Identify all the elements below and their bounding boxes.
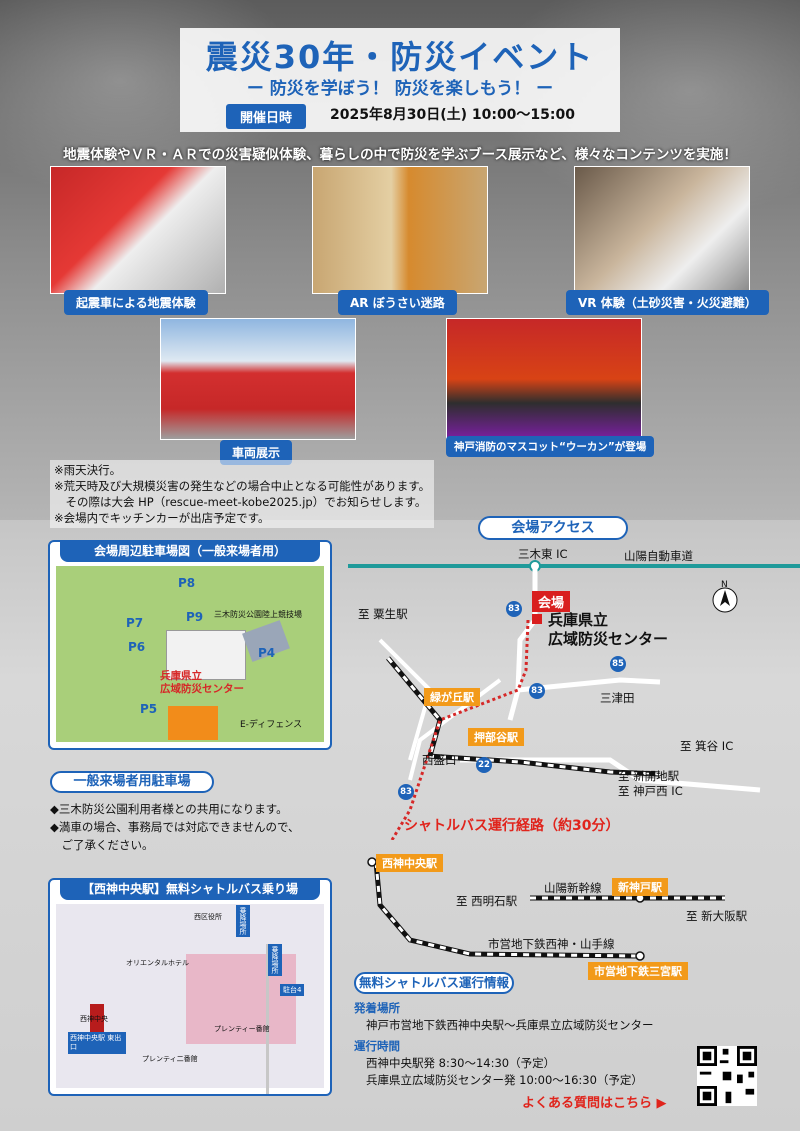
station-seishin-chuo: 西神中央駅 bbox=[376, 854, 443, 872]
parking-lot: P4 bbox=[258, 646, 276, 660]
station-map-label: 西神中央 bbox=[80, 1015, 108, 1023]
time-heading: 運行時間 bbox=[354, 1039, 400, 1053]
route-number: 83 bbox=[506, 601, 522, 617]
notes: ※雨天決行。 ※荒天時及び大規模災害の発生などの場合中止となる可能性があります。… bbox=[50, 460, 435, 528]
parking-venue-line: 兵庫県立 bbox=[160, 670, 202, 682]
station-map-title: 【西神中央駅】無料シャトルバス乗り場 bbox=[60, 878, 320, 900]
station-dot bbox=[635, 951, 645, 961]
photo-ar-maze bbox=[312, 166, 488, 294]
station-shin-kobe: 新神戸駅 bbox=[612, 878, 668, 896]
photo-vr bbox=[574, 166, 750, 294]
time-2: 兵庫県立広域防災センター発 10:00～16:30（予定） bbox=[366, 1073, 643, 1087]
route-number: 22 bbox=[476, 757, 492, 773]
qr-code[interactable] bbox=[697, 1046, 757, 1106]
bus-stop-4: 駐台4 bbox=[280, 984, 305, 996]
sanzuda-label: 三津田 bbox=[600, 691, 635, 705]
route-number: 83 bbox=[398, 784, 414, 800]
shuttle-info: 発着場所 神戸市営地下鉄西神中央駅～兵庫県立広域防災センター 運行時間 西神中央… bbox=[354, 1000, 654, 1089]
parking-map-title: 会場周辺駐車場図（一般来場者用） bbox=[60, 540, 320, 562]
station-map-label: プレンティ二番館 bbox=[142, 1055, 198, 1063]
north-label: N bbox=[721, 580, 728, 590]
access-title: 会場アクセス bbox=[478, 516, 628, 540]
caption-ar: AR ぼうさい迷路 bbox=[338, 290, 457, 315]
shuttle-route-title: シャトルバス運行経路（約30分） bbox=[404, 818, 620, 834]
awao-label: 至 粟生駅 bbox=[358, 607, 408, 621]
venue-name-1: 兵庫県立 bbox=[548, 611, 609, 629]
station-midorigaoka: 緑が丘駅 bbox=[424, 688, 480, 706]
time-1: 西神中央駅発 8:30～14:30（予定） bbox=[366, 1056, 556, 1070]
event-title: 震災30年・防災イベント bbox=[205, 38, 595, 76]
venue-name-2: 広域防災センター bbox=[548, 630, 669, 648]
parking-map bbox=[56, 566, 324, 742]
caption-mascot: 神戸消防のマスコット“ウーカン”が登場 bbox=[446, 436, 655, 457]
caption-earthquake: 起震車による地震体験 bbox=[64, 290, 208, 315]
parking-lot: P7 bbox=[126, 616, 144, 630]
parking-lot: P8 bbox=[178, 576, 196, 590]
general-parking-title: 一般来場者用駐車場 bbox=[50, 771, 214, 793]
route-number: 85 bbox=[610, 656, 626, 672]
parking-lot: P9 bbox=[186, 610, 204, 624]
parking-venue-label: 兵庫県立 広域防災センター bbox=[160, 670, 244, 696]
station-dot bbox=[367, 857, 377, 867]
edefense-label: E‐ディフェンス bbox=[240, 720, 303, 730]
stops-heading: 発着場所 bbox=[354, 1001, 400, 1015]
station-map bbox=[56, 904, 324, 1094]
shuttle-route-line bbox=[390, 619, 530, 840]
station-oshibedani: 押部谷駅 bbox=[468, 728, 524, 746]
access-map bbox=[348, 560, 800, 840]
expressway-label: 山陽自動車道 bbox=[624, 549, 693, 563]
minodani-label: 至 箕谷 IC bbox=[680, 739, 734, 753]
photo-earthquake-truck bbox=[50, 166, 226, 294]
general-parking-line: ご了承ください。 bbox=[50, 838, 154, 852]
station-map-label: 西区役所 bbox=[194, 913, 222, 921]
general-parking-line: ◆三木防災公園利用者様との共用になります。 bbox=[50, 802, 288, 816]
miki-higashi-ic: 三木東 IC bbox=[518, 547, 568, 561]
north-arrow bbox=[712, 587, 738, 613]
venue-marker bbox=[532, 614, 542, 624]
general-parking-text: ◆三木防災公園利用者様との共用になります。 ◆満車の場合、事務局では対応できませ… bbox=[50, 800, 300, 854]
caption-vr: VR 体験（土砂災害・火災避難） bbox=[566, 290, 769, 315]
station-sannomiya: 市営地下鉄三宮駅 bbox=[588, 962, 688, 980]
note-line: その際は大会 HP（rescue-meet-kobe2025.jp）でお知らせし… bbox=[54, 495, 427, 509]
venue-area bbox=[168, 706, 218, 740]
route-number: 83 bbox=[529, 683, 545, 699]
photo-mascot bbox=[446, 318, 642, 440]
shinkansen-label: 山陽新幹線 bbox=[544, 881, 602, 895]
stadium-label: 三木防災公園陸上競技場 bbox=[214, 610, 302, 619]
note-line: ※雨天決行。 bbox=[54, 463, 122, 477]
note-line: ※荒天時及び大規模災害の発生などの場合中止となる可能性があります。 bbox=[54, 479, 431, 493]
general-parking-line: ◆満車の場合、事務局では対応できませんので、 bbox=[50, 820, 300, 834]
road bbox=[266, 944, 269, 1094]
parking-lot: P6 bbox=[128, 640, 146, 654]
station-map-label: プレンティー番館 bbox=[214, 1025, 270, 1033]
boarding-spot: 乗降場所 bbox=[236, 905, 250, 937]
subway-line-label: 市営地下鉄西神・山手線 bbox=[488, 937, 615, 951]
shinkaichi-label: 至 新開地駅 bbox=[618, 769, 680, 783]
event-subtitle: ー 防災を学ぼう！ 防災を楽しもう！ ー bbox=[246, 79, 554, 99]
shuttle-route-map bbox=[367, 857, 725, 961]
nishiakashi-label: 至 西明石駅 bbox=[456, 894, 518, 908]
qr-code-image bbox=[697, 1046, 757, 1106]
stadium-area bbox=[166, 630, 246, 680]
faq-link[interactable]: よくある質問はこちら ▶ bbox=[522, 1096, 667, 1111]
parking-lot: P5 bbox=[140, 702, 158, 716]
note-line: ※会場内でキッチンカーが出店予定です。 bbox=[54, 511, 270, 525]
date-badge: 開催日時 bbox=[226, 104, 307, 129]
shin-osaka-label: 至 新大阪駅 bbox=[686, 909, 748, 923]
station-map-label: オリエンタルホテル bbox=[126, 959, 189, 967]
intro-text: 地震体験やＶＲ・ＡＲでの災害疑似体験、暮らしの中で防災を学ぶブース展示など、様々… bbox=[63, 147, 737, 163]
parking-venue-line: 広域防災センター bbox=[160, 683, 244, 695]
kobe-nishi-label: 至 神戸西 IC bbox=[618, 784, 683, 798]
east-exit-label: 西神中央駅 東出口 bbox=[68, 1032, 126, 1054]
photo-vehicle bbox=[160, 318, 356, 440]
nishisakaguchi-label: 西盛口 bbox=[422, 753, 457, 767]
event-date: 2025年8月30日(土) 10:00～15:00 bbox=[330, 107, 575, 123]
boarding-spot: 乗降場所 bbox=[268, 944, 282, 976]
venue-tag: 会場 bbox=[532, 591, 571, 612]
stops-text: 神戸市営地下鉄西神中央駅～兵庫県立広域防災センター bbox=[366, 1018, 654, 1032]
shuttle-info-title: 無料シャトルバス運行情報 bbox=[354, 972, 514, 994]
